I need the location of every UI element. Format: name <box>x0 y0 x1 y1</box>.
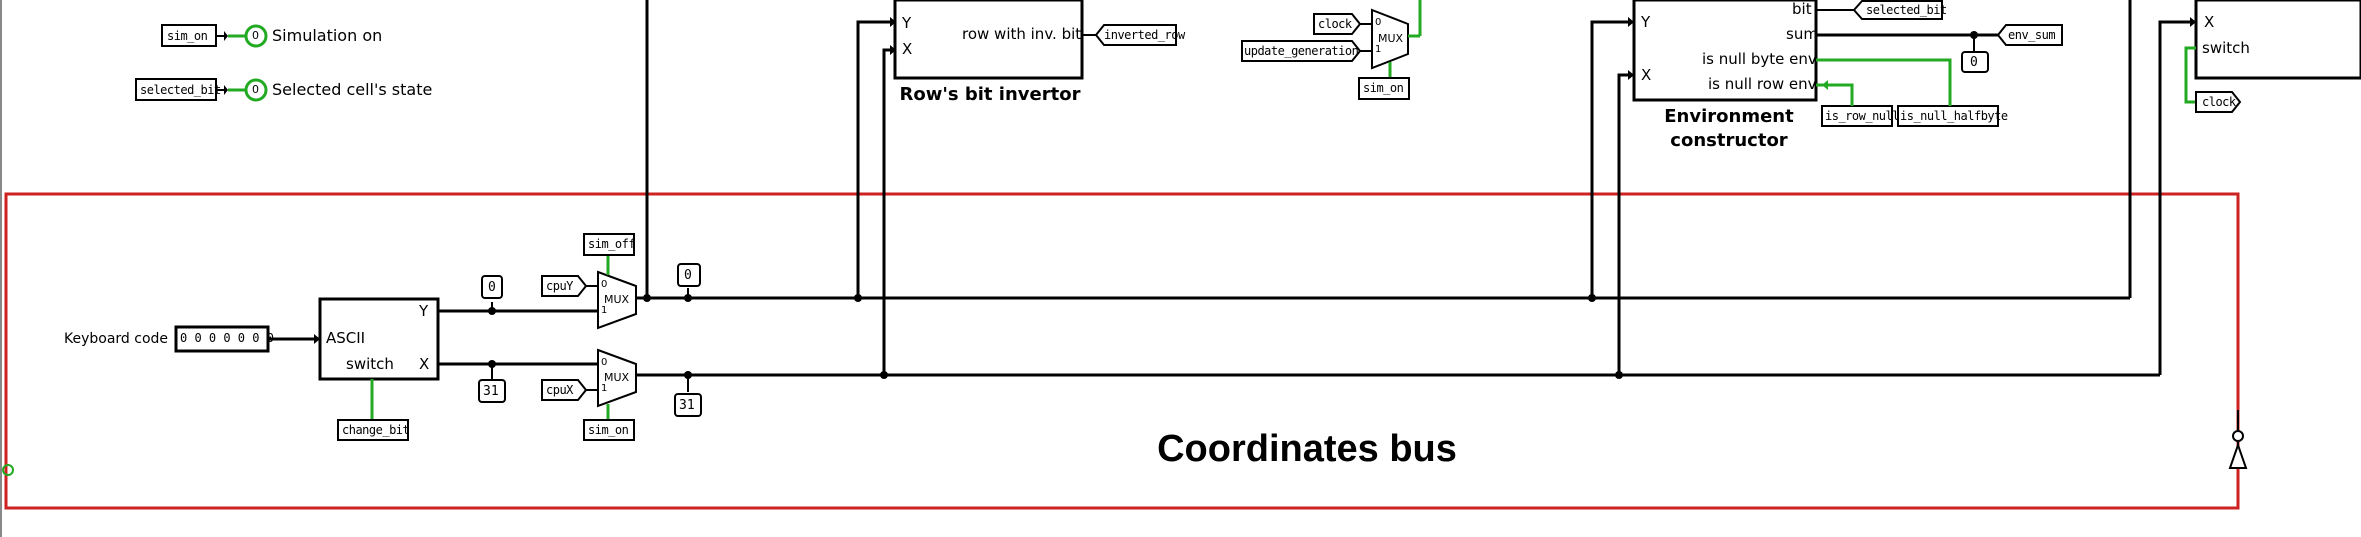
mux-x[interactable] <box>597 348 637 408</box>
bus-port-left[interactable] <box>2 464 14 476</box>
keyboard-code-field[interactable] <box>174 325 270 353</box>
wire-x-to-right <box>2158 20 2196 375</box>
row-invertor-block[interactable] <box>893 0 1084 80</box>
update-generation-tag[interactable] <box>1241 40 1362 62</box>
ascii-switch-block[interactable] <box>318 297 440 381</box>
sim-on-led-icon <box>244 24 268 48</box>
change-bit-tag[interactable] <box>337 419 409 441</box>
inverted-row-tag[interactable] <box>1094 24 1177 46</box>
bus-x-const-box[interactable] <box>674 393 702 417</box>
env-constructor-block[interactable] <box>1632 0 1818 102</box>
is-row-null-tag[interactable] <box>1821 105 1893 127</box>
top-mux[interactable] <box>1371 8 1409 70</box>
bus-probe-icon[interactable] <box>2228 410 2248 469</box>
clock-tag-top[interactable] <box>1313 13 1362 35</box>
coordinates-bus-frame[interactable] <box>4 192 2240 510</box>
env-sum-tag[interactable] <box>1996 24 2063 46</box>
wire-y-to-invertor <box>856 20 895 298</box>
ascii-y-const-box[interactable] <box>481 275 503 299</box>
legend-selected <box>135 78 268 102</box>
wire-x-to-invertor <box>882 48 895 375</box>
wire-x-to-env <box>1617 73 1634 375</box>
right-block[interactable] <box>2194 0 2361 80</box>
clock-tag-right[interactable] <box>2195 91 2242 113</box>
bus-y-const-box[interactable] <box>677 263 701 287</box>
sim-on-tag-top[interactable] <box>1358 77 1410 100</box>
sum-const-box[interactable] <box>1961 51 1989 73</box>
ascii-x-const-box[interactable] <box>478 379 506 403</box>
cpu-y-tag[interactable] <box>541 275 588 297</box>
mux-y[interactable] <box>597 270 637 330</box>
selected-led-icon <box>244 78 268 102</box>
is-null-halfbyte-tag[interactable] <box>1897 105 1999 127</box>
env-selected-bit-tag[interactable] <box>1852 0 1943 20</box>
legend-sim-on <box>161 24 268 48</box>
sim-off-tag[interactable] <box>583 233 635 256</box>
cpu-x-tag[interactable] <box>541 379 588 401</box>
sim-on-tag-bottom[interactable] <box>583 419 635 441</box>
wire-y-to-env <box>1590 20 1634 298</box>
